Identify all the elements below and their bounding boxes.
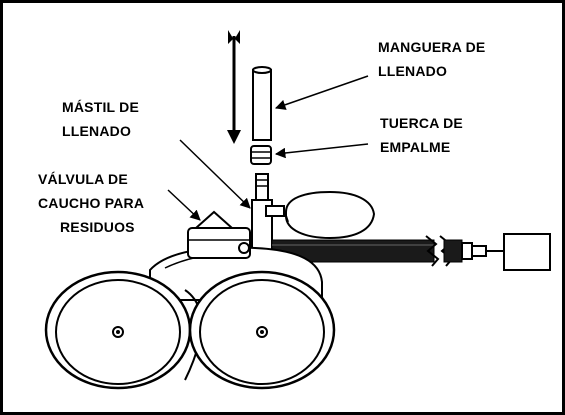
- right-wheel: [188, 270, 336, 390]
- label-valve-3: RESIDUOS: [60, 219, 135, 235]
- fill-mast: [251, 173, 285, 261]
- insertion-arrow: [227, 30, 241, 144]
- leader-debris-valve: [167, 189, 201, 221]
- leader-fill-mast: [179, 139, 251, 209]
- label-fill-mast-1: MÁSTIL DE: [62, 99, 139, 115]
- coupling-nut: [250, 145, 272, 165]
- label-fill-hose-1: MANGUERA DE: [378, 39, 485, 55]
- float-bulb: [283, 190, 376, 240]
- left-wheel: [44, 270, 192, 390]
- label-valve-1: VÁLVULA DE: [38, 171, 128, 187]
- fill-hose: [252, 66, 272, 141]
- label-fill-hose-2: LLENADO: [378, 63, 447, 79]
- leader-fill-hose: [275, 75, 369, 110]
- debris-valve: [187, 210, 251, 259]
- label-nut-2: EMPALME: [380, 139, 450, 155]
- label-valve-2: CAUCHO PARA: [38, 195, 144, 211]
- main-hose: [271, 233, 551, 271]
- leader-coupling-nut: [274, 143, 369, 159]
- label-nut-1: TUERCA DE: [380, 115, 463, 131]
- label-fill-mast-2: LLENADO: [62, 123, 131, 139]
